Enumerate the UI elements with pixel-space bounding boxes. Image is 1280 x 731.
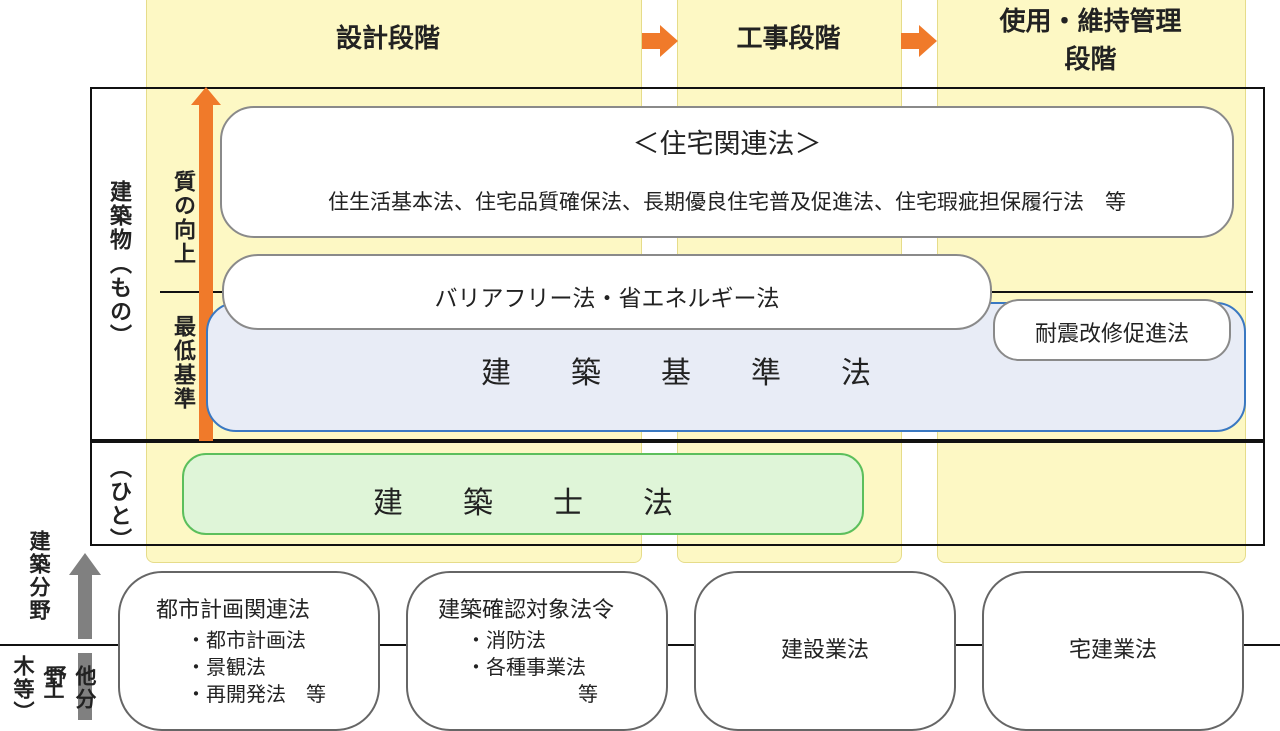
phase-title-design: 設計段階 [335, 24, 440, 54]
label-person: （ひと） [106, 456, 131, 552]
phase-title-use-line1: 使用・維持管理 [999, 7, 1182, 37]
urban-planning-item: ・都市計画法 [186, 628, 306, 652]
label-minimum: 最低基準 [170, 315, 195, 411]
label-building: 建築物（もの） [106, 180, 131, 348]
housing-laws-list: 住生活基本法、住宅品質確保法、長期優良住宅普及促進法、住宅瑕疵担保履行法 等 [328, 190, 1126, 214]
building-confirmation-laws-box [406, 571, 668, 731]
seismic-retrofit-law-label: 耐震改修促進法 [1034, 322, 1189, 347]
label-field-architecture: 建築分野 [27, 530, 51, 622]
label-field-other: 他分野 [43, 665, 97, 711]
construction-business-law-label: 建設業法 [780, 638, 869, 663]
urban-planning-laws-box [118, 571, 380, 731]
building-confirmation-laws-title: 建築確認対象法令 [438, 598, 615, 623]
real-estate-business-law-box [982, 571, 1244, 731]
seismic-retrofit-law-box [993, 299, 1231, 361]
barrier-free-law-box [222, 254, 992, 330]
person-frame [90, 439, 1265, 546]
phase-arrow-icon [642, 25, 678, 57]
building-confirmation-item: ・各種事業法 [466, 655, 586, 679]
building-frame [90, 87, 1265, 443]
real-estate-business-law-label: 宅建業法 [1068, 638, 1157, 663]
building-standard-law-label: 建 築 基 準 法 [481, 356, 871, 391]
urban-planning-laws-title: 都市計画関連法 [156, 598, 311, 623]
building-confirmation-item: ・消防法 [466, 628, 546, 652]
label-quality-up: 質の向上 [170, 170, 195, 266]
phase-title-use-line2: 段階 [1064, 45, 1117, 75]
field-arrow-icon [69, 553, 101, 720]
barrier-free-law-label: バリアフリー法・省エネルギー法 [434, 286, 780, 312]
housing-laws-title: ＜住宅関連法＞ [632, 129, 822, 160]
phase-title-construction: 工事段階 [736, 24, 841, 54]
construction-business-law-box [694, 571, 956, 731]
architect-law-label: 建 築 士 法 [373, 486, 673, 521]
urban-planning-item: ・再開発法 等 [186, 682, 326, 706]
quality-arrow-icon [191, 87, 221, 441]
urban-planning-item: ・景観法 [186, 655, 266, 679]
housing-laws-box [220, 106, 1234, 238]
architect-law-box [182, 453, 864, 535]
label-field-civil: （土木等） [11, 655, 65, 724]
phase-arrow-icon [901, 25, 937, 57]
building-confirmation-etc: 等 [578, 682, 598, 706]
